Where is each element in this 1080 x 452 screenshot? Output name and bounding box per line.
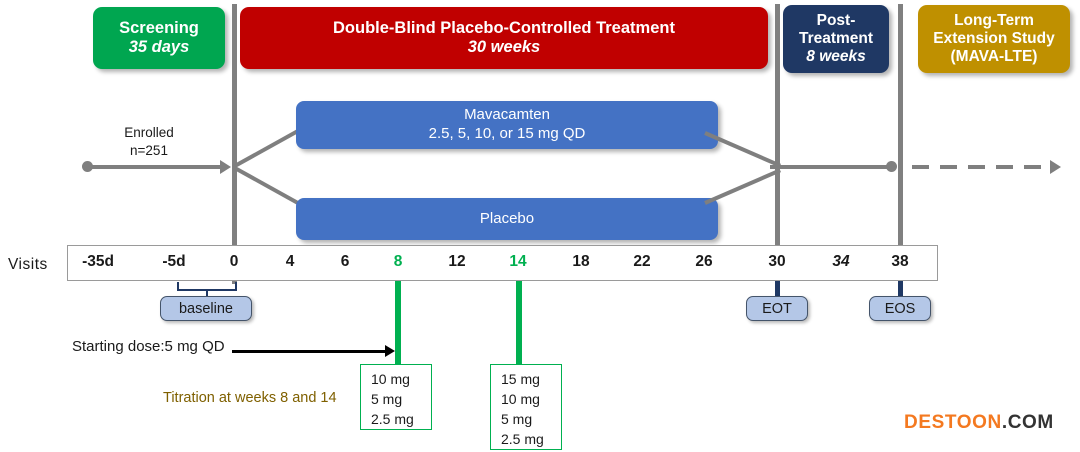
phase-title-lte-line3: (MAVA-LTE): [950, 48, 1038, 66]
arm-name-mavacamten: Mavacamten: [464, 106, 550, 124]
watermark-tld: .COM: [1001, 412, 1054, 433]
callout-eot-label: EOT: [762, 300, 792, 317]
starting-dose-label: Starting dose:5 mg QD: [72, 338, 225, 355]
enrollment-count: n=251: [130, 142, 168, 158]
dose-box-week8: 10 mg 5 mg 2.5 mg: [360, 364, 432, 430]
dose-option: 5 mg: [501, 410, 533, 427]
titration-stem-week14: [516, 281, 522, 382]
randomization-line-to-mavacamten: [232, 127, 302, 169]
dose-box-week14: 15 mg 10 mg 5 mg 2.5 mg: [490, 364, 562, 450]
eos-stem: [898, 281, 903, 297]
phase-duration-screening: 35 days: [128, 38, 190, 56]
convergence-line-from-mavacamten: [704, 131, 781, 168]
phase-duration-treatment: 30 weeks: [467, 38, 541, 56]
watermark: DESTOON.COM: [904, 412, 1054, 434]
enrollment-arrow-line: [88, 164, 224, 169]
dose-option: 10 mg: [371, 371, 410, 387]
phase-banner-treatment: Double-Blind Placebo-Controlled Treatmen…: [240, 7, 768, 69]
extension-dashed-line: [912, 164, 1052, 169]
visits-axis-label: Visits: [8, 256, 48, 273]
phase-separator-randomization: [232, 4, 237, 284]
dose-option: 2.5 mg: [501, 430, 544, 447]
dose-option: 2.5 mg: [371, 410, 414, 427]
phase-title-lte-line1: Long-Term: [954, 11, 1034, 29]
arm-box-mavacamten: Mavacamten 2.5, 5, 10, or 15 mg QD: [296, 101, 718, 149]
titration-note: Titration at weeks 8 and 14: [163, 390, 337, 406]
phase-duration-post-treatment: 8 weeks: [806, 48, 866, 66]
phase-banner-long-term-extension: Long-Term Extension Study (MAVA-LTE): [918, 5, 1070, 73]
dose-option: 5 mg: [371, 390, 403, 407]
enrollment-label: Enrolled n=251: [96, 124, 202, 159]
phase-separator-end-of-treatment: [775, 4, 780, 284]
dose-option: 10 mg: [501, 390, 540, 407]
enrollment-text: Enrolled: [124, 125, 174, 140]
end-of-study-dot: [886, 161, 897, 172]
phase-title-post-treatment-line1: Post-: [816, 11, 856, 29]
callout-eos-label: EOS: [884, 300, 916, 317]
baseline-bracket-stem: [205, 290, 208, 299]
convergence-line-from-placebo: [704, 168, 781, 205]
phase-banner-screening: Screening 35 days: [93, 7, 225, 69]
post-treatment-line: [770, 164, 896, 169]
visits-timeline: [67, 245, 938, 281]
callout-eot: EOT: [746, 296, 808, 321]
phase-title-post-treatment-line2: Treatment: [798, 29, 874, 47]
arm-box-placebo: Placebo: [296, 198, 718, 240]
phase-title-treatment: Double-Blind Placebo-Controlled Treatmen…: [333, 18, 675, 37]
phase-separator-end-of-study: [898, 4, 903, 284]
phase-banner-post-treatment: Post- Treatment 8 weeks: [783, 5, 889, 73]
enrollment-arrowhead: [220, 159, 231, 174]
extension-arrowhead: [1050, 159, 1061, 174]
callout-baseline: baseline: [160, 296, 252, 321]
randomization-line-to-placebo: [232, 164, 302, 206]
dose-option: 15 mg: [501, 371, 540, 387]
arm-name-placebo: Placebo: [479, 209, 535, 227]
titration-stem-week8: [395, 281, 401, 365]
callout-eos: EOS: [869, 296, 931, 321]
phase-title-lte-line2: Extension Study: [933, 29, 1055, 47]
starting-dose-arrow-line: [232, 350, 387, 353]
watermark-brand: DESTOON: [904, 412, 1002, 433]
callout-baseline-label: baseline: [178, 300, 233, 317]
phase-title-screening: Screening: [119, 18, 199, 37]
starting-dose-arrowhead: [385, 345, 395, 357]
enrollment-start-dot: [82, 161, 93, 172]
eot-stem: [775, 281, 780, 297]
arm-dose-mavacamten: 2.5, 5, 10, or 15 mg QD: [428, 125, 586, 142]
